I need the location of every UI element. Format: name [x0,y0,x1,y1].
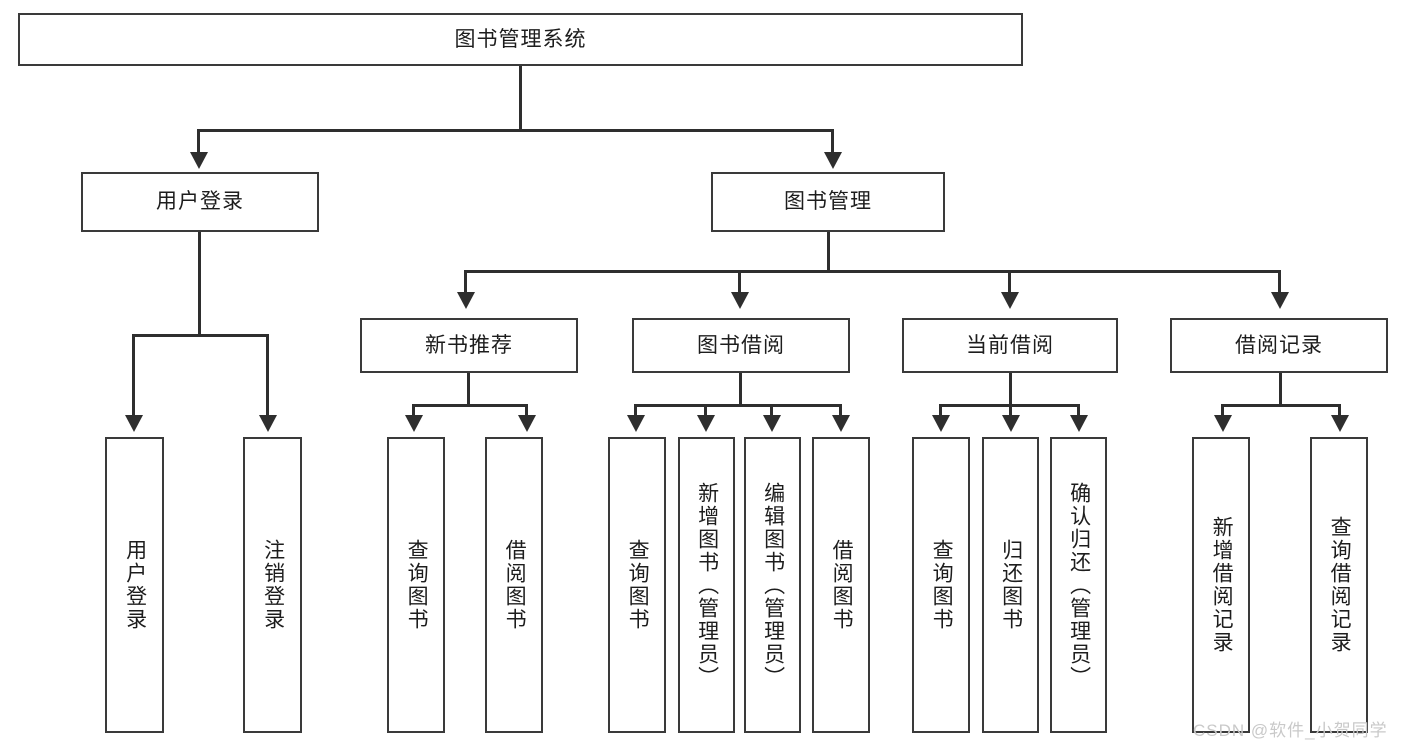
node-label: 查询图书 [405,539,429,631]
arrow-to-user-login [190,152,208,169]
edge-current-borrow-stem [1009,373,1012,406]
arrow-leaf-edit-book [763,415,781,432]
arrow-to-new-books [457,292,475,309]
leaf-confirm-return-admin[interactable]: 确认归还（管理员） [1050,437,1107,733]
edge-to-borrow-books [738,270,741,294]
node-root-system[interactable]: 图书管理系统 [18,13,1023,66]
leaf-return-book[interactable]: 归还图书 [982,437,1039,733]
edge-borrow-records-c2 [1338,404,1341,417]
arrow-leaf-borrow-book-2 [832,415,850,432]
leaf-user-login[interactable]: 用户登录 [105,437,164,733]
node-label: 当前借阅 [966,333,1054,357]
node-label: 新书推荐 [425,333,513,357]
node-label: 新增借阅记录 [1210,516,1234,654]
node-current-borrow[interactable]: 当前借阅 [902,318,1118,373]
arrow-leaf-query-book-3 [932,415,950,432]
edge-to-book-mgmt [831,129,834,154]
leaf-logout[interactable]: 注销登录 [243,437,302,733]
node-label: 借阅图书 [830,539,854,631]
edge-borrow-records-bar [1221,404,1341,407]
node-label: 编辑图书（管理员） [761,481,785,689]
edge-root-bar [197,129,834,132]
edge-to-current-borrow [1008,270,1011,294]
node-label: 查询图书 [930,539,954,631]
edge-new-books-c2 [525,404,528,417]
edge-borrow-records-c1 [1221,404,1224,417]
edge-new-books-c1 [412,404,415,417]
node-label: 借阅记录 [1235,333,1323,357]
edge-new-books-stem [467,373,470,406]
arrow-to-borrow-books [731,292,749,309]
node-user-login[interactable]: 用户登录 [81,172,319,232]
leaf-borrow-book-newbooks[interactable]: 借阅图书 [485,437,543,733]
edge-current-borrow-c1 [939,404,942,417]
node-label: 用户登录 [123,539,147,631]
edge-user-login-bar [132,334,269,337]
watermark-text: CSDN @软件_小贺同学 [1193,721,1388,740]
node-label: 查询图书 [626,539,650,631]
leaf-add-borrow-record[interactable]: 新增借阅记录 [1192,437,1250,733]
leaf-query-book-current[interactable]: 查询图书 [912,437,970,733]
node-label: 查询借阅记录 [1328,516,1352,654]
arrow-leaf-logout [259,415,277,432]
edge-to-user-login [197,129,200,154]
node-label: 图书管理系统 [454,27,587,51]
node-book-borrow[interactable]: 图书借阅 [632,318,850,373]
edge-new-books-bar [412,404,528,407]
edge-borrow-books-c2 [704,404,707,417]
edge-root-stem [519,66,522,130]
edge-current-borrow-c2 [1009,404,1012,417]
leaf-borrow-book-borrow[interactable]: 借阅图书 [812,437,870,733]
node-label: 确认归还（管理员） [1067,481,1091,689]
node-book-management[interactable]: 图书管理 [711,172,945,232]
node-label: 借阅图书 [503,539,527,631]
node-label: 归还图书 [999,539,1023,631]
edge-borrow-books-stem [739,373,742,406]
edge-to-borrow-records [1278,270,1281,294]
leaf-edit-book-admin[interactable]: 编辑图书（管理员） [744,437,801,733]
edge-borrow-books-c3 [770,404,773,417]
node-label: 图书管理 [784,190,872,214]
leaf-query-book-newbooks[interactable]: 查询图书 [387,437,445,733]
edge-borrow-books-bar [634,404,842,407]
node-label: 新增图书（管理员） [695,481,719,689]
edge-borrow-books-c4 [839,404,842,417]
edge-to-new-books [464,270,467,294]
edge-borrow-books-c1 [634,404,637,417]
node-label: 图书借阅 [697,333,785,357]
edge-borrow-records-stem [1279,373,1282,406]
arrow-leaf-return-book [1002,415,1020,432]
arrow-to-current-borrow [1001,292,1019,309]
arrow-to-book-mgmt [824,152,842,169]
node-label: 用户登录 [156,190,244,214]
node-borrow-records[interactable]: 借阅记录 [1170,318,1388,373]
edge-current-borrow-c3 [1077,404,1080,417]
arrow-leaf-query-record [1331,415,1349,432]
arrow-leaf-query-book-1 [405,415,423,432]
arrow-leaf-confirm-return [1070,415,1088,432]
arrow-leaf-user-login [125,415,143,432]
leaf-query-borrow-record[interactable]: 查询借阅记录 [1310,437,1368,733]
arrow-leaf-borrow-book-1 [518,415,536,432]
arrow-leaf-query-book-2 [627,415,645,432]
arrow-to-borrow-records [1271,292,1289,309]
edge-user-login-stem [198,232,201,335]
node-label: 注销登录 [261,539,285,631]
leaf-query-book-borrow[interactable]: 查询图书 [608,437,666,733]
leaf-add-book-admin[interactable]: 新增图书（管理员） [678,437,735,733]
arrow-leaf-add-record [1214,415,1232,432]
edge-user-login-right [266,334,269,417]
edge-user-login-left [132,334,135,417]
arrow-leaf-add-book [697,415,715,432]
edge-book-mgmt-bar [464,270,1281,273]
node-new-book-recommend[interactable]: 新书推荐 [360,318,578,373]
edge-book-mgmt-stem [827,232,830,272]
